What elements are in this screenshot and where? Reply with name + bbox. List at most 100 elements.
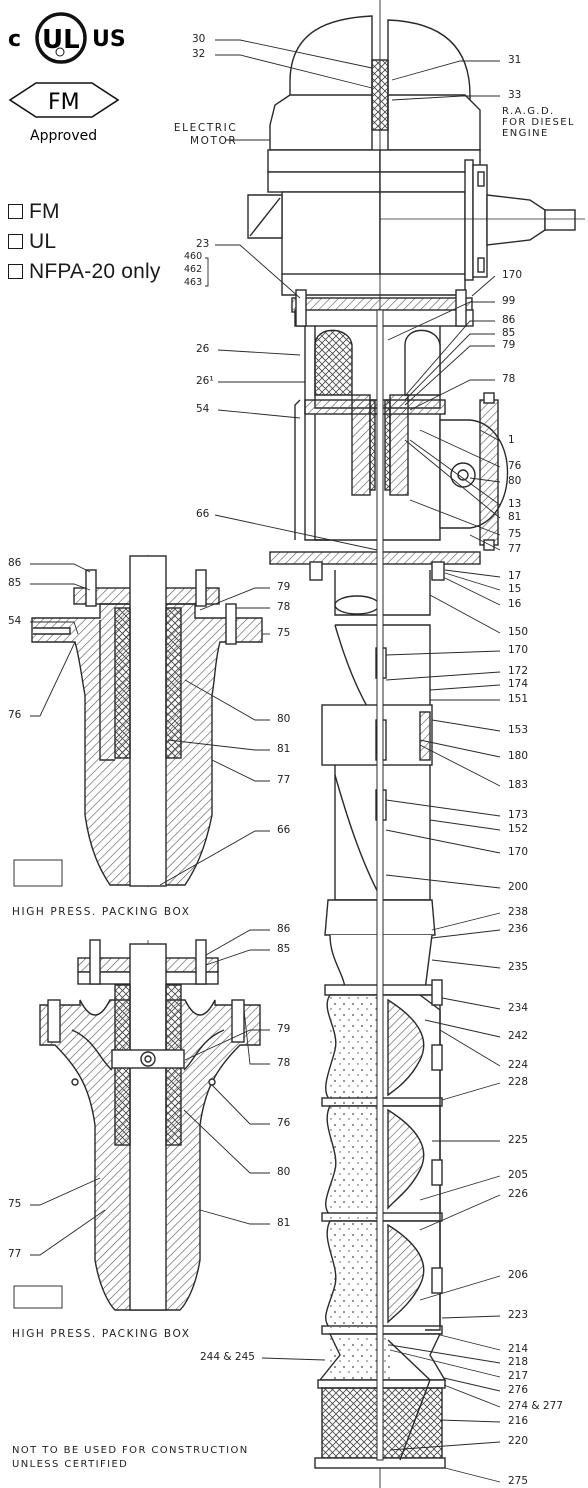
- callout: 180: [508, 750, 529, 762]
- checkbox-fm[interactable]: FM: [8, 200, 60, 224]
- callout: 30: [192, 33, 206, 45]
- checkbox-square-icon[interactable]: [8, 234, 23, 249]
- callout: 214: [508, 1343, 529, 1355]
- fm-approved-logo: FM Approved: [6, 78, 126, 148]
- callout: 85: [277, 943, 291, 955]
- callout: 217: [508, 1370, 529, 1382]
- callout: 75: [508, 528, 522, 540]
- callout: 80: [277, 1166, 291, 1178]
- callout: 86: [502, 314, 516, 326]
- callout: 77: [508, 543, 522, 555]
- callout: 170: [508, 644, 529, 656]
- callout: 244 & 245: [200, 1351, 255, 1363]
- callout: 76: [277, 1117, 291, 1129]
- ul-c-text: c: [8, 27, 21, 52]
- callout: 79: [277, 581, 291, 593]
- callout: 174: [508, 678, 529, 690]
- callout: 26¹: [196, 375, 214, 387]
- fm-mark-text: FM: [48, 90, 80, 115]
- callout: 460: [184, 251, 203, 262]
- callout: 242: [508, 1030, 529, 1042]
- callout: 170: [508, 846, 529, 858]
- callout: 80: [277, 713, 291, 725]
- callout: 172: [508, 665, 529, 677]
- callout: 26: [196, 343, 210, 355]
- callout: 13: [508, 498, 522, 510]
- callout: 78: [277, 1057, 291, 1069]
- callout: 31: [508, 54, 522, 66]
- callout: 235: [508, 961, 529, 973]
- callout: 78: [277, 601, 291, 613]
- callout: 170: [502, 269, 523, 281]
- callout: 32: [192, 48, 206, 60]
- callout: 205: [508, 1169, 529, 1181]
- checkbox-square-icon[interactable]: [8, 264, 23, 279]
- callout: 151: [508, 693, 529, 705]
- callout: 86: [8, 557, 22, 569]
- checkbox-square-icon[interactable]: [8, 204, 23, 219]
- callout: 1: [508, 434, 515, 446]
- electric-motor-label: ELECTRIC MOTOR: [173, 122, 238, 147]
- callout: 275: [508, 1475, 529, 1487]
- ul-mark-text: UL: [42, 25, 80, 55]
- callout: 54: [196, 403, 210, 415]
- checkbox-ul[interactable]: UL: [8, 230, 56, 254]
- callout: 85: [502, 327, 516, 339]
- callout: 225: [508, 1134, 529, 1146]
- callout: 23: [196, 238, 210, 250]
- callout: 78: [502, 373, 516, 385]
- ul-us-text: US: [92, 27, 126, 52]
- callout: 66: [277, 824, 291, 836]
- callout: 226: [508, 1188, 529, 1200]
- callout: 276: [508, 1384, 529, 1396]
- callout: 99: [502, 295, 516, 307]
- callout: 54: [8, 615, 22, 627]
- callout: 220: [508, 1435, 529, 1447]
- ul-logo: c UL US: [6, 8, 136, 66]
- callout: 76: [8, 709, 22, 721]
- callout: 152: [508, 823, 529, 835]
- callout: 17: [508, 570, 522, 582]
- callout: 238: [508, 906, 529, 918]
- callout: 153: [508, 724, 529, 736]
- callout: 79: [502, 339, 516, 351]
- callout: 206: [508, 1269, 529, 1281]
- callout: 462: [184, 264, 203, 275]
- callout: 81: [277, 1217, 291, 1229]
- callout: 77: [8, 1248, 22, 1260]
- callout: 218: [508, 1356, 529, 1368]
- callout: 75: [277, 627, 291, 639]
- construction-notice: NOT TO BE USED FOR CONSTRUCTION UNLESS C…: [12, 1445, 249, 1470]
- callout: 216: [508, 1415, 529, 1427]
- callout: 274 & 277: [508, 1400, 563, 1412]
- callout: 15: [508, 583, 522, 595]
- callout: 33: [508, 89, 522, 101]
- callout: 80: [508, 475, 522, 487]
- callout: 81: [508, 511, 522, 523]
- callout: 16: [508, 598, 522, 610]
- packing-box-caption-1: HIGH PRESS. PACKING BOX: [12, 906, 191, 918]
- callout: 85: [8, 577, 22, 589]
- ragd-label: R.A.G.D. FOR DIESEL ENGINE: [502, 106, 575, 139]
- packing-box-caption-2: HIGH PRESS. PACKING BOX: [12, 1328, 191, 1340]
- callout: 76: [508, 460, 522, 472]
- callout: 173: [508, 809, 529, 821]
- checkbox-nfpa20[interactable]: NFPA-20 only: [8, 260, 161, 284]
- callout: 75: [8, 1198, 22, 1210]
- fm-approved-text: Approved: [30, 128, 97, 144]
- callout: 463: [184, 277, 203, 288]
- callout: 77: [277, 774, 291, 786]
- callout: 234: [508, 1002, 529, 1014]
- callout: 86: [277, 923, 291, 935]
- callout: 66: [196, 508, 210, 520]
- callout: 236: [508, 923, 529, 935]
- callout: 228: [508, 1076, 529, 1088]
- callout: 200: [508, 881, 529, 893]
- callout: 223: [508, 1309, 529, 1321]
- callout: 183: [508, 779, 529, 791]
- callout: 79: [277, 1023, 291, 1035]
- callout: 224: [508, 1059, 529, 1071]
- callout: 150: [508, 626, 529, 638]
